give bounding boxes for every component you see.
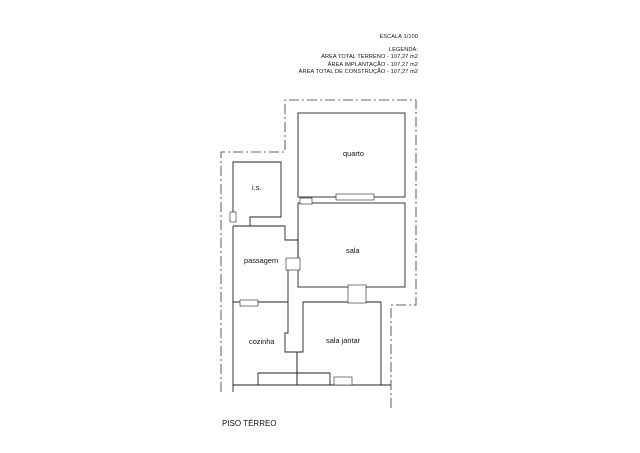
opening-is xyxy=(229,211,237,223)
opening-passagem-right xyxy=(285,257,301,271)
scale-label: ESCALA 1/100 xyxy=(379,34,418,40)
opening-terrace xyxy=(333,376,353,386)
opening-sala-top xyxy=(299,197,313,205)
opening-sala-bottom xyxy=(347,284,367,304)
label-cozinha: cozinha xyxy=(249,337,275,346)
legend-area-implantacao: ÁREA IMPLANTAÇÃO - 107,27 m2 xyxy=(327,61,418,68)
plot-boundary xyxy=(220,99,417,410)
wall-cozinha xyxy=(232,302,298,386)
legend: ESCALA 1/100 LEGENDA: ÁREA TOTAL TERRENO… xyxy=(299,34,418,76)
label-passagem: passagem xyxy=(244,256,278,265)
legend-area-construcao: ÁREA TOTAL DE CONSTRUÇÃO - 107,27 m2 xyxy=(298,68,418,75)
wall-is xyxy=(232,161,282,227)
legend-area-terreno: ÁREA TOTAL TERRENO - 107,27 m2 xyxy=(321,54,418,61)
wall-sala-jantar xyxy=(296,301,382,386)
label-sala-jantar: sala jantar xyxy=(326,336,361,345)
wall-terrace xyxy=(232,372,391,392)
opening-passagem-bottom xyxy=(239,299,259,307)
walls xyxy=(232,112,406,392)
floor-title: PISO TÉRREO xyxy=(222,419,277,428)
legend-title: LEGENDA: xyxy=(388,47,418,54)
label-sala: sala xyxy=(346,246,360,255)
opening-quarto xyxy=(335,193,375,201)
label-quarto: quarto xyxy=(343,149,364,158)
openings xyxy=(229,193,375,386)
wall-sala xyxy=(297,202,406,288)
label-is: i.s. xyxy=(252,183,261,192)
